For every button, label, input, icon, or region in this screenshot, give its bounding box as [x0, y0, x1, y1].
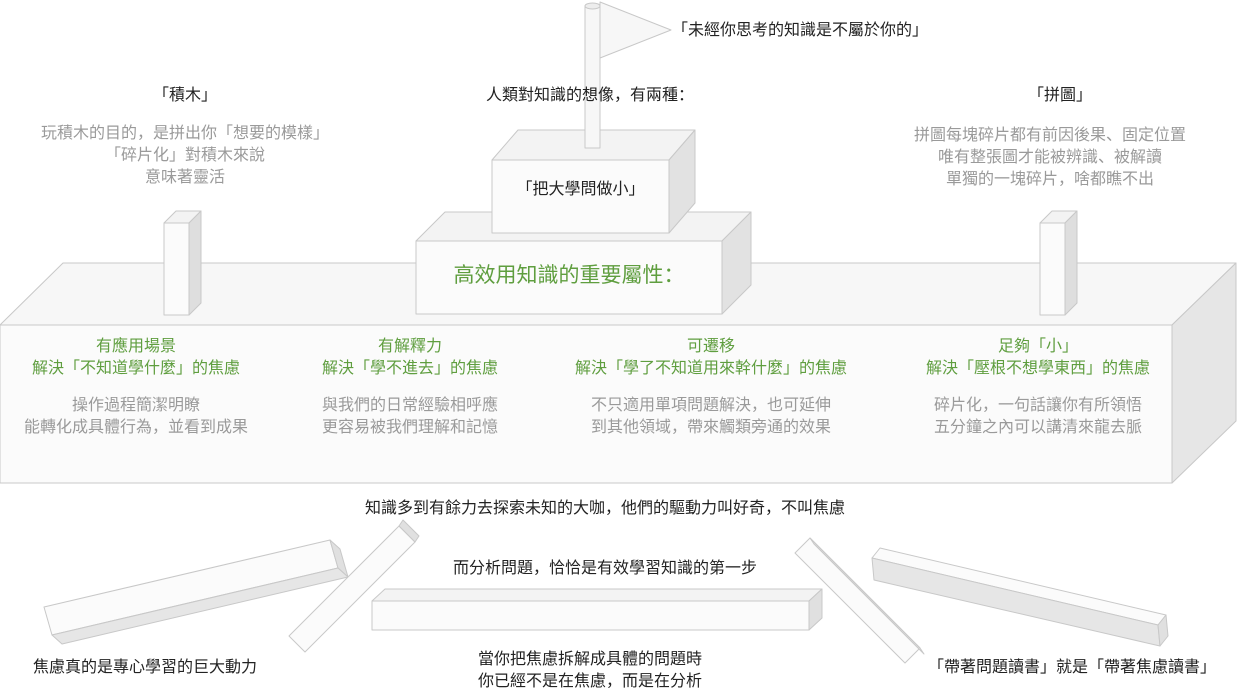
left-concept-desc: 玩積木的目的，是拼出你「想要的模樣」 「碎片化」對積木來說 意味著靈活 [0, 122, 370, 188]
center-caption-line: 你已經不是在焦慮，而是在分析 [477, 671, 702, 690]
flag-pole-cap [584, 2, 601, 10]
attribute-solves: 解決「不知道學什麼」的焦慮 [31, 358, 240, 377]
plank-right-end [1157, 614, 1169, 647]
plank-right-slant-end [809, 537, 925, 655]
right-concept-title: 「拼圖」 [1027, 85, 1092, 104]
attribute-column-2: 有解釋力 解決「學不進去」的焦慮 與我們的日常經驗相呼應 更容易被我們理解和記憶 [280, 335, 540, 438]
left-concept-line: 玩積木的目的，是拼出你「想要的模樣」 [40, 123, 329, 142]
top-box-front [491, 159, 670, 234]
attribute-column-4: 足夠「小」 解決「壓根不想學東西」的焦慮 碎片化，一句話讓你有所領悟 五分鐘之內… [900, 335, 1176, 438]
left-pillar-front [163, 222, 190, 316]
middle-box-label: 高效用知識的重要屬性： [453, 263, 685, 287]
attribute-desc: 操作過程簡潔明瞭 [71, 395, 200, 414]
attribute-desc: 與我們的日常經驗相呼應 [321, 395, 498, 414]
flag-pole [584, 5, 601, 149]
right-concept-line: 單獨的一塊碎片，啥都瞧不出 [945, 169, 1154, 188]
attribute-desc: 能轉化成具體行為，並看到成果 [23, 417, 248, 436]
attribute-desc: 五分鐘之內可以講清來龍去脈 [933, 417, 1142, 436]
attribute-desc: 碎片化，一句話讓你有所領悟 [933, 395, 1142, 414]
top-box-label: 「把大學問做小」 [516, 179, 645, 198]
middle-box-front [415, 240, 723, 315]
attribute-solves: 解決「學不進去」的焦慮 [321, 358, 498, 377]
attribute-name: 可遷移 [686, 336, 735, 355]
attribute-desc: 不只適用單項問題解決，也可延伸 [590, 395, 831, 414]
right-pillar-side [1064, 210, 1078, 316]
left-concept-line: 意味著靈活 [144, 167, 225, 186]
right-concept-line: 唯有整張圖才能被辨識、被解讀 [937, 147, 1162, 166]
attribute-desc: 到其他領域，帶來觸類旁通的效果 [590, 417, 831, 436]
platform-front-face [0, 324, 1173, 484]
center-caption: 當你把焦慮拆解成具體的問題時 你已經不是在焦慮，而是在分析 [420, 648, 760, 692]
attribute-solves: 解決「壓根不想學東西」的焦慮 [925, 358, 1150, 377]
plank-right-bottom [871, 557, 1161, 647]
attribute-name: 有解釋力 [377, 336, 442, 355]
attribute-name: 有應用場景 [95, 336, 176, 355]
attribute-column-1: 有應用場景 解決「不知道學什麼」的焦慮 操作過程簡潔明瞭 能轉化成具體行為，並看… [0, 335, 272, 438]
attribute-desc: 更容易被我們理解和記憶 [321, 417, 498, 436]
left-pillar-side [188, 210, 202, 316]
right-concept-desc: 拼圖每塊碎片都有前因後果、固定位置 唯有整張圖才能被辨識、被解讀 單獨的一塊碎片… [870, 124, 1230, 190]
left-concept-line: 「碎片化」對積木來說 [104, 145, 265, 164]
attribute-solves: 解決「學了不知道用來幹什麼」的焦慮 [574, 358, 847, 377]
curiosity-text: 知識多到有餘力去探索未知的大咖，他們的驅動力叫好奇，不叫焦慮 [364, 498, 845, 517]
intro-text: 人類對知識的想像，有兩種： [485, 85, 694, 104]
flag [599, 1, 672, 59]
right-concept-line: 拼圖每塊碎片都有前因後果、固定位置 [913, 125, 1186, 144]
plank-center-front [371, 600, 810, 631]
center-caption-line: 當你把焦慮拆解成具體的問題時 [477, 649, 702, 668]
plank-left-slant-end [398, 519, 420, 543]
left-caption: 焦慮真的是專心學習的巨大動力 [32, 657, 257, 676]
flag-quote: 「未經你思考的知識是不屬於你的」 [672, 20, 929, 39]
right-caption: 「帶著問題讀書」就是「帶著焦慮讀書」 [927, 657, 1216, 676]
left-concept-title: 「積木」 [152, 85, 217, 104]
right-pillar-front [1039, 222, 1066, 316]
attribute-name: 足夠「小」 [997, 336, 1078, 355]
analysis-first-step-text: 而分析問題，恰恰是有效學習知識的第一步 [452, 558, 757, 577]
plank-center-top [371, 588, 823, 602]
attribute-column-3: 可遷移 解決「學了不知道用來幹什麼」的焦慮 不只適用單項問題解決，也可延伸 到其… [550, 335, 872, 438]
